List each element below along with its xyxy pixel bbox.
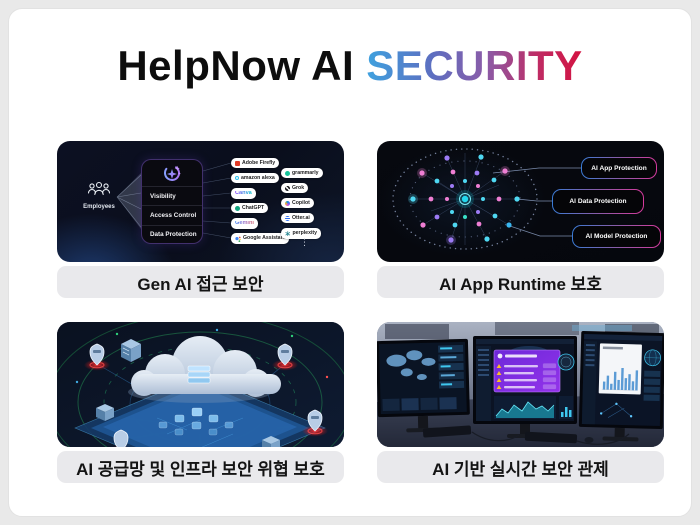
- fan-wedge: [117, 173, 141, 229]
- chip-label: amazon alexa: [241, 174, 275, 181]
- right-widgets: [643, 370, 661, 401]
- label-ai-data-protection: AI Data Protection: [552, 189, 644, 214]
- chatgpt-icon: [235, 205, 240, 211]
- shield-icon: [277, 343, 293, 366]
- right-monitor: [578, 330, 664, 442]
- canva-wordmark: Canva: [235, 189, 252, 196]
- app-chip-canva: Canva: [231, 188, 256, 199]
- control-visibility: Visibility: [142, 186, 202, 205]
- shield-icon: [113, 429, 129, 447]
- control-access-control: Access Control: [142, 205, 202, 224]
- chip-label: Copilot: [292, 199, 310, 206]
- employees-group: Employees: [71, 181, 127, 210]
- page-title: HelpNow AI SECURITY: [9, 42, 691, 90]
- area-chart: [494, 396, 573, 419]
- ai-sparkle-icon: [142, 160, 202, 186]
- app-chip-google-assistant: Google Assistant: [231, 233, 290, 244]
- chip-label: Grok: [292, 184, 305, 191]
- employees-icon: [87, 181, 111, 196]
- label-ai-model-protection: AI Model Protection: [572, 225, 661, 248]
- network-plot: [599, 402, 633, 418]
- perplexity-icon: [285, 230, 291, 236]
- radial-network-graph: [392, 148, 581, 250]
- amazon-alexa-icon: [235, 176, 239, 181]
- tile-supply-chain: AI 공급망 및 인프라 보안 위협 보호: [57, 322, 344, 486]
- caption-supply-chain: AI 공급망 및 인프라 보안 위협 보호: [57, 451, 344, 483]
- chip-label: Google Assistant: [243, 234, 286, 241]
- thumbnail-strip: [382, 397, 457, 412]
- employees-label: Employees: [83, 204, 115, 210]
- app-chip-copilot: Copilot: [281, 198, 314, 209]
- chip-label: ChatGPT: [242, 204, 265, 211]
- fan-lines: [116, 174, 142, 228]
- alert-rows: [496, 363, 557, 390]
- grok-icon: [285, 185, 290, 191]
- gen-ai-diagram: Employees: [57, 141, 344, 262]
- sidebar-rows: [585, 344, 595, 367]
- app-chip-gemini: Gemini: [231, 218, 258, 229]
- caption-soc-monitoring: AI 기반 실시간 보안 관제: [377, 451, 664, 483]
- caption-gen-ai-access: Gen AI 접근 보안: [57, 266, 344, 298]
- scatter-dots: [75, 328, 329, 384]
- app-chip-grok: Grok: [281, 183, 309, 194]
- desk-items: [422, 425, 630, 445]
- network-spokes: [413, 153, 517, 245]
- server-cubes: [96, 339, 280, 447]
- tile-runtime-protection: AI App Protection AI Data Protection AI …: [377, 141, 664, 301]
- grammarly-icon: [285, 170, 290, 176]
- gen-ai-connectors: [116, 162, 232, 239]
- caption-runtime-protection: AI App Runtime 보호: [377, 266, 664, 298]
- label-text: AI App Protection: [582, 158, 656, 178]
- chip-label: perplexity: [292, 229, 318, 236]
- cloud: [128, 336, 281, 403]
- threat-shields: [84, 343, 328, 447]
- shield-icon: [307, 409, 323, 432]
- supply-chain-illustration: [57, 322, 344, 447]
- app-chip-perplexity: perplexity: [281, 228, 322, 239]
- left-monitor: [377, 338, 470, 433]
- otter-ai-icon: [285, 215, 290, 221]
- google-assistant-icon: [235, 236, 241, 242]
- control-data-protection: Data Protection: [142, 224, 202, 244]
- world-map: [386, 350, 436, 381]
- copilot-icon: [285, 200, 290, 206]
- more-apps-ellipsis-icon: ⋮: [300, 238, 309, 248]
- label-text: AI Model Protection: [573, 226, 660, 247]
- alert-panel: [493, 349, 561, 393]
- runtime-diagram: AI App Protection AI Data Protection AI …: [377, 141, 664, 262]
- security-badge: [557, 353, 575, 371]
- title-brand: HelpNow AI: [117, 42, 355, 89]
- gemini-wordmark: Gemini: [235, 219, 254, 226]
- title-highlight: SECURITY: [366, 42, 583, 89]
- tile-gen-ai-access: Employees: [57, 141, 344, 301]
- globe-widget: [644, 349, 661, 367]
- slide-card: HelpNow AI SECURITY: [8, 8, 692, 517]
- app-chip-adobe-firefly: Adobe Firefly: [231, 158, 280, 169]
- cloud-server-stack-icon: [187, 365, 211, 384]
- app-chip-amazon-alexa: amazon alexa: [231, 173, 279, 184]
- app-chip-otter-ai: Otter.ai: [281, 213, 314, 224]
- side-widgets: [438, 344, 465, 389]
- bar-chart-panel: [598, 343, 642, 395]
- app-links: [202, 162, 232, 239]
- label-ai-app-protection: AI App Protection: [581, 157, 657, 179]
- tile-soc-monitoring: AI 기반 실시간 보안 관제: [377, 322, 664, 486]
- soc-photo: [377, 322, 664, 447]
- sidebar-rows: [478, 349, 489, 376]
- label-text: AI Data Protection: [553, 190, 643, 213]
- chip-grid: [158, 407, 234, 436]
- cloud-infra-scene: [57, 322, 344, 447]
- ai-gateway-box: Visibility Access Control Data Protectio…: [141, 159, 203, 244]
- chip-label: Adobe Firefly: [242, 159, 276, 166]
- network-nodes: [408, 154, 520, 245]
- adobe-firefly-icon: [235, 160, 240, 166]
- chip-label: Otter.ai: [292, 214, 310, 221]
- soc-scene: [377, 322, 664, 447]
- shield-icon: [89, 343, 105, 366]
- app-chip-grammarly: grammarly: [281, 168, 323, 179]
- app-chip-chatgpt: ChatGPT: [231, 203, 269, 214]
- center-monitor: [473, 336, 577, 438]
- label-connectors: [492, 167, 581, 237]
- chip-label: grammarly: [292, 169, 319, 176]
